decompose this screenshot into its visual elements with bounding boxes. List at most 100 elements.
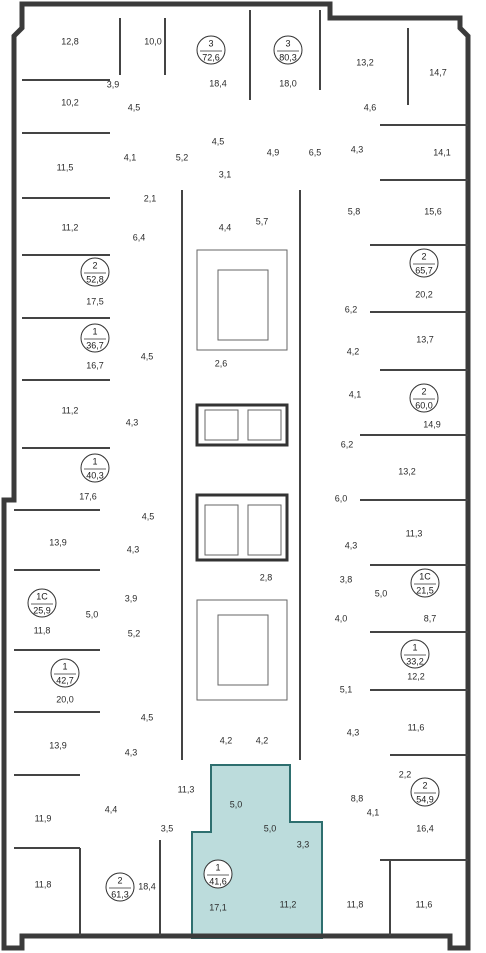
room-area: 4,5 [141,351,154,361]
svg-text:80,3: 80,3 [279,52,297,62]
apartment-badge[interactable]: 140,3 [80,453,110,483]
room-area: 5,0 [230,799,243,809]
room-area: 11,6 [408,722,425,732]
apartment-badge[interactable]: 136,7 [80,323,110,353]
room-area: 13,2 [356,57,374,67]
room-area: 4,1 [367,807,380,817]
svg-text:33,2: 33,2 [406,656,424,666]
svg-text:25,9: 25,9 [33,605,51,615]
svg-text:61,3: 61,3 [111,889,129,899]
room-area: 4,3 [347,727,360,737]
room-area: 4,3 [125,747,138,757]
room-area: 15,6 [424,206,442,216]
outer-walls [1,1,471,951]
room-area: 5,2 [128,628,141,638]
room-area: 4,4 [105,804,118,814]
room-area: 16,4 [416,823,434,833]
room-area: 12,8 [61,36,79,46]
svg-text:2: 2 [92,260,97,270]
room-area: 3,8 [340,574,353,584]
apartment-badge[interactable]: 252,8 [80,257,110,287]
svg-text:3: 3 [285,38,290,48]
room-area: 11,8 [35,879,52,889]
svg-text:1С: 1С [419,571,431,581]
svg-text:2: 2 [421,251,426,261]
room-area: 5,0 [86,609,99,619]
room-area: 10,2 [61,97,79,107]
svg-text:36,7: 36,7 [86,340,104,350]
room-area: 4,5 [212,136,225,146]
room-area: 4,5 [141,712,154,722]
svg-text:1: 1 [412,642,417,652]
room-area: 17,6 [79,491,97,501]
room-area: 11,2 [62,222,79,232]
room-area: 4,9 [267,147,280,157]
svg-text:2: 2 [422,780,427,790]
apartment-badge[interactable]: 380,3 [273,35,303,65]
svg-text:40,3: 40,3 [86,470,104,480]
room-area: 5,0 [264,823,277,833]
room-area: 5,8 [348,206,361,216]
room-area: 11,3 [178,784,195,794]
apartment-badge[interactable]: 254,9 [410,777,440,807]
room-area: 18,4 [209,78,227,88]
svg-text:54,9: 54,9 [416,794,434,804]
room-area: 14,1 [433,147,451,157]
apartment-badge[interactable]: 260,0 [409,383,439,413]
building-core [195,249,289,701]
room-area: 2,2 [399,769,412,779]
room-area: 11,6 [416,899,433,909]
svg-text:1: 1 [92,456,97,466]
room-area: 4,3 [126,417,139,427]
room-area: 8,8 [351,793,364,803]
room-area: 4,3 [345,540,358,550]
room-area: 4,6 [364,102,377,112]
room-area: 13,9 [49,537,67,547]
room-area: 4,4 [219,222,232,232]
room-area: 4,5 [142,511,155,521]
apartment-badge[interactable]: 142,7 [50,658,80,688]
room-area: 11,8 [34,625,51,635]
apartment-badge[interactable]: 265,7 [409,248,439,278]
svg-text:42,7: 42,7 [56,675,74,685]
room-area: 3,5 [161,823,174,833]
room-area: 5,0 [375,588,388,598]
room-area: 8,7 [424,613,437,623]
room-area: 12,2 [407,671,425,681]
room-area: 20,0 [56,694,74,704]
svg-text:65,7: 65,7 [415,265,433,275]
room-area: 6,0 [335,493,348,503]
room-area: 4,3 [127,544,140,554]
room-area: 3,9 [125,593,138,603]
room-area: 2,6 [215,358,228,368]
room-area: 4,2 [347,346,360,356]
room-area: 3,3 [297,839,310,849]
room-area: 11,2 [280,899,297,909]
room-area: 3,9 [107,79,120,89]
svg-text:1: 1 [215,862,220,872]
room-area: 6,5 [309,147,322,157]
room-area: 4,2 [220,735,233,745]
room-area: 6,2 [341,439,354,449]
room-area: 18,4 [138,881,156,891]
room-area: 2,1 [144,193,157,203]
room-area: 16,7 [86,360,104,370]
svg-text:2: 2 [421,386,426,396]
room-area: 3,1 [219,169,232,179]
svg-text:1: 1 [62,661,67,671]
room-area: 5,7 [256,216,269,226]
apartment-badge[interactable]: 141,6 [203,859,233,889]
room-area: 10,0 [144,36,162,46]
room-area: 11,3 [406,528,423,538]
room-area: 4,5 [128,102,141,112]
apartment-badge[interactable]: 133,2 [400,639,430,669]
svg-text:3: 3 [208,38,213,48]
room-labels: 12,8 10,0 18,4 18,0 13,2 14,7 3,9 10,2 4… [34,36,451,912]
apartment-badge[interactable]: 372,6 [196,35,226,65]
room-area: 13,2 [398,466,416,476]
room-area: 14,9 [423,419,441,429]
apartment-badge[interactable]: 261,3 [105,872,135,902]
